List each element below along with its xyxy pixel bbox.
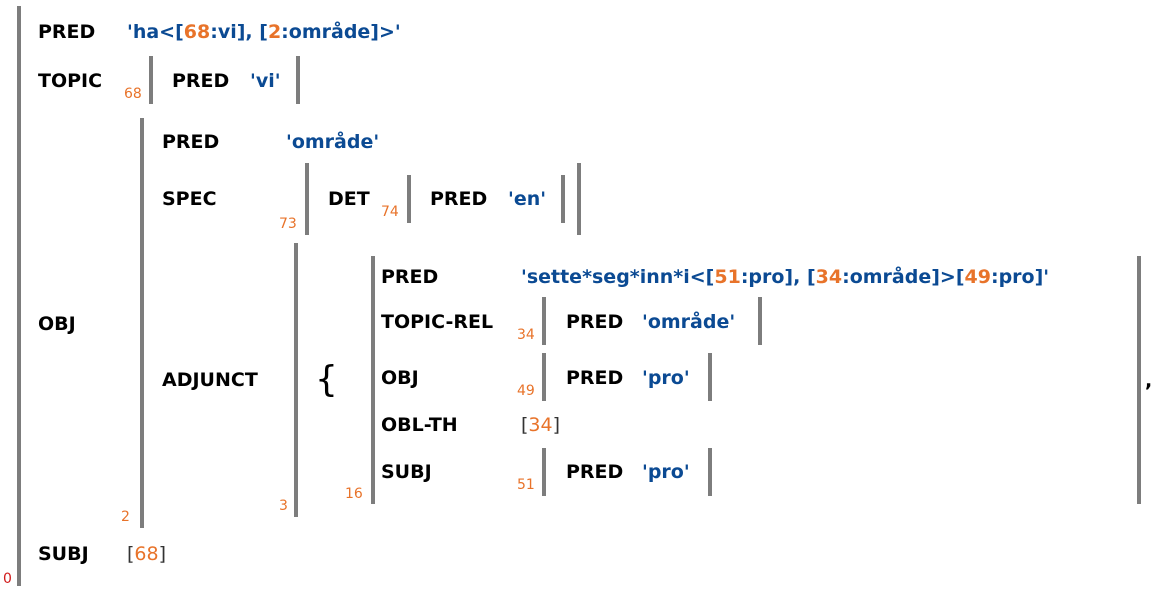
member-obj-pred-attribute: PRED [566,367,624,389]
topic-rel-left-bracket [542,297,546,345]
det-pred-attribute: PRED [430,188,488,210]
topic-rel-pred-value: 'område' [642,311,736,333]
obj-pred-attribute: PRED [162,131,220,153]
topic-rel-pred-attribute: PRED [566,311,624,333]
det-attribute: DET [328,188,370,210]
member-obj-index: 49 [517,383,535,399]
obj-pred-value: 'område' [286,131,380,153]
subj-reentrancy: [68] [127,543,167,565]
member-subj-pred-attribute: PRED [566,461,624,483]
adjunct-set-comma: , [1145,370,1153,392]
topic-rel-attribute: TOPIC-REL [381,311,494,333]
spec-right-bracket [577,163,581,235]
member-obj-left-bracket [542,353,546,401]
obj-index: 2 [121,509,130,525]
topic-pred-value: 'vi' [250,70,281,92]
det-right-bracket [561,175,565,223]
adjunct-left-bracket [294,243,298,517]
topic-rel-right-bracket [758,297,762,345]
topic-rel-index: 34 [517,327,535,343]
topic-right-bracket [296,56,300,104]
topic-pred-attribute: PRED [172,70,230,92]
member-left-bracket [371,256,375,504]
outer-left-bracket [17,6,21,586]
member-pred-value: 'sette*seg*inn*i<[51:pro], [34:område]>[… [521,266,1050,288]
adjunct-set-open-brace: { [315,359,338,400]
member-subj-index: 51 [517,477,535,493]
topic-attribute: TOPIC [38,70,103,92]
topic-left-bracket [149,56,153,104]
adjunct-attribute: ADJUNCT [162,369,258,391]
member-subj-pred-value: 'pro' [642,461,690,483]
pred-value: 'ha<[68:vi], [2:område]>' [127,21,401,43]
obl-th-reentrancy: [34] [521,414,561,436]
obj-attribute: OBJ [38,313,76,335]
member-subj-left-bracket [542,448,546,496]
subj-attribute: SUBJ [38,543,89,565]
member-index: 16 [345,486,363,502]
det-pred-value: 'en' [508,188,547,210]
spec-index: 73 [279,216,297,232]
det-left-bracket [407,175,411,223]
det-index: 74 [381,204,399,220]
member-pred-attribute: PRED [381,266,439,288]
obl-th-attribute: OBL-TH [381,414,458,436]
adjunct-set-index: 3 [279,498,288,514]
pred-attribute: PRED [38,21,96,43]
member-obj-right-bracket [708,353,712,401]
member-obj-attribute: OBJ [381,367,419,389]
member-obj-pred-value: 'pro' [642,367,690,389]
member-subj-attribute: SUBJ [381,461,432,483]
member-subj-right-bracket [708,448,712,496]
spec-attribute: SPEC [162,188,217,210]
outer-index: 0 [3,571,12,587]
spec-left-bracket [305,163,309,235]
topic-index: 68 [124,86,142,102]
obj-left-bracket [140,118,144,528]
member-right-bracket [1137,256,1141,504]
